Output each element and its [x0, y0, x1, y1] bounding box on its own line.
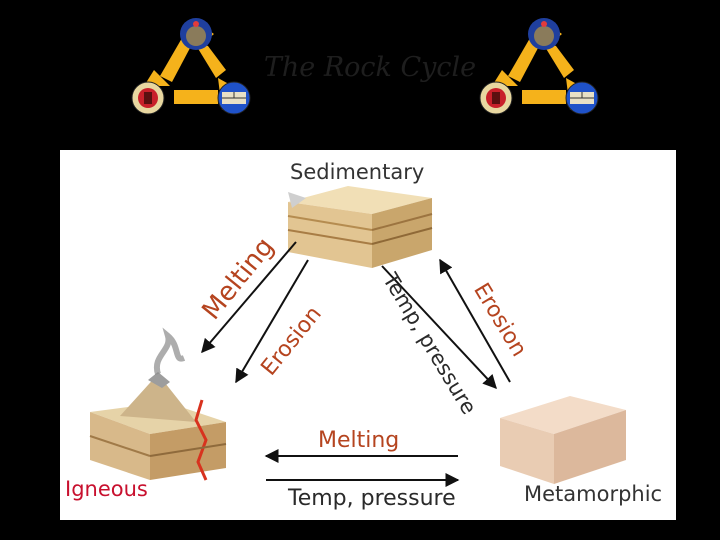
- rock-cycle-diagram: Sedimentary Igneous Metamorphic Melting …: [60, 150, 676, 520]
- label-igneous: Igneous: [65, 477, 148, 501]
- volcano-icon: [131, 81, 165, 115]
- label-metamorphic: Metamorphic: [524, 482, 663, 506]
- brick-wall-icon: [217, 81, 251, 115]
- arrow-erosion-right: [439, 258, 511, 383]
- metamorphic-rock-block: [500, 396, 626, 484]
- label-process-temp-pressure-bottom: Temp, pressure: [288, 486, 456, 511]
- rock-cycle-logo-left: [131, 18, 251, 115]
- arrow-melting-left: [201, 241, 297, 354]
- label-sedimentary: Sedimentary: [290, 160, 425, 184]
- sedimentary-rock-block: [287, 186, 433, 268]
- volcano-icon: [479, 81, 513, 115]
- rock-cycle-logo-right: [479, 18, 599, 115]
- slide-title: The Rock Cycle: [263, 52, 477, 83]
- boulder-icon: [180, 18, 212, 50]
- igneous-rock-block: [89, 327, 227, 481]
- arrow-temp-pressure-right: [381, 265, 497, 390]
- label-process-melting-bottom: Melting: [318, 428, 400, 453]
- brick-wall-icon: [565, 81, 599, 115]
- boulder-icon: [528, 18, 560, 50]
- arrow-erosion-left: [235, 259, 309, 384]
